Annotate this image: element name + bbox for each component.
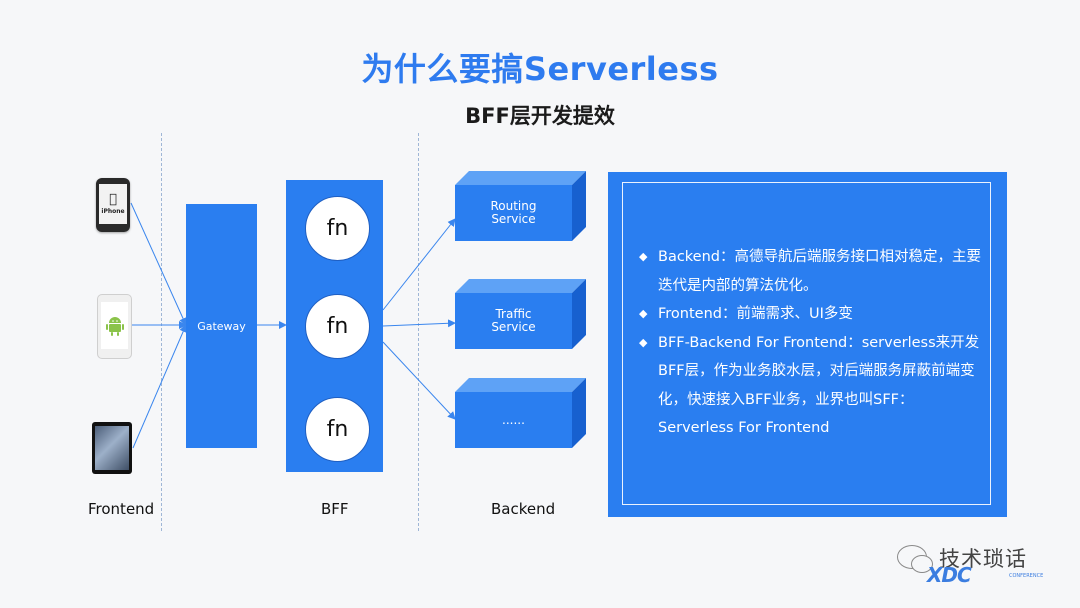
routing-service-cube: Routing Service xyxy=(455,171,586,241)
iphone-label: iPhone xyxy=(101,201,125,215)
arrow-iphone-to-gateway xyxy=(130,202,187,326)
diamond-bullet-icon: ◆ xyxy=(639,307,648,320)
tablet-map-screen xyxy=(95,426,129,470)
iphone-device:  iPhone xyxy=(96,178,130,232)
arrow-bff-to-traffic xyxy=(382,319,456,328)
bff-box: fn fn fn xyxy=(286,180,383,472)
backend-label: Backend xyxy=(491,500,556,518)
diamond-bullet-icon: ◆ xyxy=(639,335,648,349)
frontend-label: Frontend xyxy=(88,500,155,518)
fn-circle-1: fn xyxy=(305,196,370,261)
xdc-logo: XDC xyxy=(927,563,972,587)
arrow-bff-to-routing xyxy=(382,218,456,311)
fn-circle-3: fn xyxy=(305,397,370,462)
android-device xyxy=(97,294,132,359)
xdc-logo-sub: CONFERENCE xyxy=(1009,573,1044,579)
arrow-bff-to-others xyxy=(382,341,456,420)
description-panel: ◆ Backend：高德导航后端服务接口相对稳定，主要迭代是内部的算法优化。 ◆… xyxy=(608,172,1007,517)
gateway-box: Gateway xyxy=(186,204,257,448)
fn-circle-2: fn xyxy=(305,294,370,359)
description-item: ◆ Backend：高德导航后端服务接口相对稳定，主要迭代是内部的算法优化。 xyxy=(639,243,984,300)
diamond-bullet-icon: ◆ xyxy=(639,250,648,263)
slide-title: 为什么要搞Serverless xyxy=(361,50,719,88)
slide-subtitle: BFF层开发提效 xyxy=(465,104,615,128)
traffic-service-cube: Traffic Service xyxy=(455,279,586,349)
description-item: ◆ BFF-Backend For Frontend：serverless来开发… xyxy=(639,329,984,443)
bff-label: BFF xyxy=(321,500,349,518)
description-border xyxy=(622,182,991,505)
bff-backend-divider xyxy=(418,133,419,531)
watermark-text: 技术琐话 xyxy=(939,547,1027,571)
gateway-label: Gateway xyxy=(197,319,246,333)
routing-service-label: Routing Service xyxy=(490,199,537,226)
description-list: ◆ Backend：高德导航后端服务接口相对稳定，主要迭代是内部的算法优化。 ◆… xyxy=(639,243,984,443)
description-item: ◆ Frontend：前端需求、UI多变 xyxy=(639,300,984,329)
tablet-device xyxy=(92,422,132,474)
frontend-gateway-divider xyxy=(161,133,162,531)
arrow-tablet-to-gateway xyxy=(132,324,187,449)
watermark: 技术琐话 XDC CONFERENCE xyxy=(897,543,1062,587)
other-service-cube: ...... xyxy=(455,378,586,448)
other-service-label: ...... xyxy=(502,412,525,427)
android-robot-icon xyxy=(105,316,124,336)
traffic-service-label: Traffic Service xyxy=(491,307,536,334)
apple-logo-icon:  xyxy=(109,193,117,206)
